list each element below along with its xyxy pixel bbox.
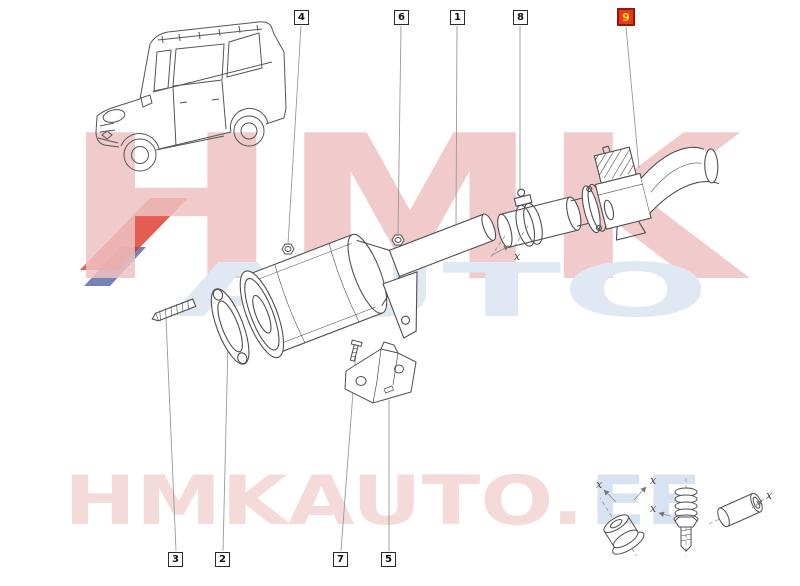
detail-drawings — [599, 478, 772, 557]
leader-line-6 — [397, 25, 402, 236]
dimension-label-clamp: x — [514, 250, 521, 263]
callout-7[interactable]: 7 — [333, 552, 348, 567]
clamp-dimension: x — [489, 225, 529, 263]
front-pipe-drawing — [356, 213, 497, 307]
callout-4[interactable]: 4 — [294, 10, 309, 25]
pipe-clamp-drawing — [513, 188, 543, 247]
dimension-label-b: x — [650, 474, 657, 487]
detail-pipe-stub-drawing — [708, 492, 772, 528]
callout-1[interactable]: 1 — [450, 10, 465, 25]
detail-spring-bolt-drawing — [658, 478, 699, 556]
stud-bolt-drawing — [151, 298, 197, 322]
catalytic-converter-drawing — [239, 233, 388, 359]
dimension-label-a: x — [596, 478, 603, 491]
nut-4-drawing — [281, 243, 295, 255]
callout-6-label: 6 — [398, 12, 405, 23]
detail-nut-drawing — [599, 486, 647, 557]
leader-line-3 — [165, 317, 177, 552]
valve-assembly-drawing — [593, 145, 652, 241]
callout-5[interactable]: 5 — [381, 552, 396, 567]
callout-8[interactable]: 8 — [513, 10, 528, 25]
callout-9-label: 9 — [622, 10, 630, 24]
callout-2[interactable]: 2 — [215, 552, 230, 567]
callout-9-highlighted[interactable]: 9 — [617, 8, 635, 26]
flexible-hose-drawing — [640, 146, 719, 214]
watermark-brand-bottom: HMKAUTO. — [64, 462, 584, 541]
callout-6[interactable]: 6 — [394, 10, 409, 25]
mounting-bracket-drawing — [344, 341, 417, 404]
callout-1-label: 1 — [454, 12, 461, 23]
callout-8-label: 8 — [517, 12, 524, 23]
callout-5-label: 5 — [385, 554, 392, 565]
dimension-label-c: x — [650, 502, 657, 515]
exhaust-front-section — [151, 213, 497, 365]
leader-line-9 — [625, 26, 640, 169]
callout-3-label: 3 — [172, 554, 179, 565]
dimension-label-d: x — [766, 489, 773, 502]
callout-4-label: 4 — [298, 12, 305, 23]
callout-2-label: 2 — [219, 554, 226, 565]
exhaust-rear-section — [497, 145, 719, 248]
pipe-hanger-gusset-drawing — [382, 271, 418, 339]
nut-6-drawing — [391, 234, 405, 246]
screw-7-drawing — [349, 339, 363, 362]
fasteners — [281, 234, 417, 404]
flange-gasket-drawing — [210, 288, 250, 365]
vehicle-thumbnail — [95, 21, 287, 172]
leader-line-4 — [287, 25, 302, 245]
callout-3[interactable]: 3 — [168, 552, 183, 567]
leader-line-1 — [455, 25, 458, 227]
callout-7-label: 7 — [337, 554, 344, 565]
watermark-red-stripe — [80, 198, 188, 270]
leader-line-2 — [222, 341, 229, 552]
